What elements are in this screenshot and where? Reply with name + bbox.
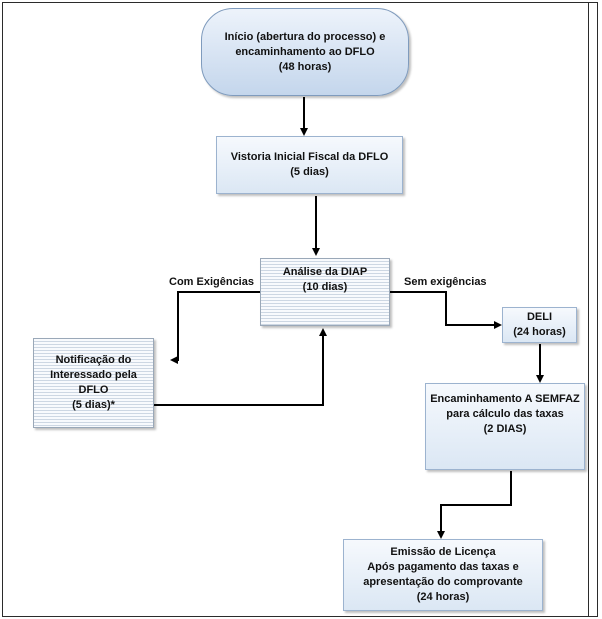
vistoria-line-1: Vistoria Inicial Fiscal da DFLO — [230, 151, 389, 163]
semfaz-line-1: Encaminhamento A SEMFAZ — [430, 393, 580, 405]
analise-line-2: (10 dias) — [302, 281, 348, 293]
deli-line-1: DELI — [526, 311, 553, 323]
analise-node: Análise da DIAP (10 dias) — [260, 258, 390, 326]
notificacao-line-3: DFLO — [78, 384, 109, 396]
emissao-line-3: apresentação do comprovante — [363, 576, 523, 588]
vistoria-node: Vistoria Inicial Fiscal da DFLO (5 dias) — [216, 136, 403, 194]
notificacao-line-1: Notificação do — [55, 354, 132, 366]
semfaz-node: Encaminhamento A SEMFAZ para cálculo das… — [425, 383, 585, 470]
start-line-1: Início (abertura do processo) e — [224, 30, 386, 43]
semfaz-line-3: (2 DIAS) — [483, 423, 527, 435]
deli-node: DELI (24 horas) — [502, 307, 577, 343]
arrow-com-exigencias — [170, 291, 260, 364]
arrow-sem-exigencias — [390, 291, 502, 329]
analise-line-1: Análise da DIAP — [282, 266, 368, 278]
semfaz-line-2: para cálculo das taxas — [446, 408, 564, 420]
edge-label-sem-exigencias: Sem exigências — [404, 276, 487, 288]
arrow-notificacao-to-analise — [154, 328, 327, 406]
edge-label-com-exigencias: Com Exigências — [169, 276, 254, 288]
start-line-3: (48 horas) — [278, 60, 332, 73]
notificacao-line-4: (5 dias)* — [72, 399, 115, 411]
arrow-semfaz-to-emissao — [437, 471, 512, 539]
emissao-line-2: Após pagamento das taxas e — [367, 561, 519, 573]
deli-line-2: (24 horas) — [513, 326, 566, 338]
emissao-line-4: (24 horas) — [416, 591, 470, 603]
diagram-inner-border — [588, 2, 589, 617]
emissao-line-1: Emissão de Licença — [390, 546, 496, 558]
notificacao-line-2: Interessado pela — [50, 369, 137, 381]
start-node: Início (abertura do processo) e encaminh… — [201, 8, 409, 96]
start-line-2: encaminhamento ao DFLO — [235, 45, 375, 58]
notificacao-node: Notificação do Interessado pela DFLO (5 … — [33, 338, 154, 428]
vistoria-line-2: (5 dias) — [290, 166, 329, 178]
emissao-node: Emissão de Licença Após pagamento das ta… — [343, 539, 543, 611]
